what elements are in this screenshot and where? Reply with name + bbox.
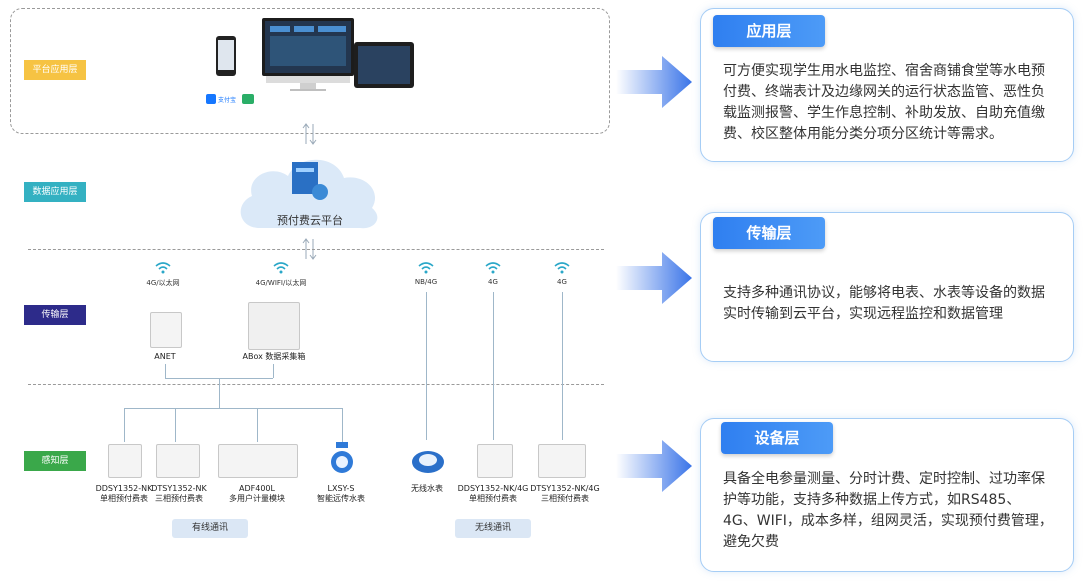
network-label-1: 4G/以太网	[146, 279, 180, 287]
connector-line	[257, 408, 258, 442]
device-label-2: DTSY1352-NK 三相预付费表	[151, 484, 207, 503]
tablet-icon	[354, 42, 414, 88]
abox-gateway-image	[248, 302, 300, 350]
layer-tag-data: 数据应用层	[24, 182, 86, 202]
arrow-right-icon	[616, 440, 692, 492]
alipay-icon: 支付宝	[206, 94, 236, 104]
anet-label: ANET	[154, 352, 176, 361]
connector-line	[562, 292, 563, 440]
meter-image-7	[538, 444, 586, 478]
platform-devices-illustration: 支付宝	[206, 18, 414, 104]
platform-layer-box	[10, 8, 610, 134]
arrow-right-icon	[616, 252, 692, 304]
device-label-1: DDSY1352-NK 单相预付费表	[95, 484, 153, 503]
network-label-2: 4G/WIFI/以太网	[255, 279, 307, 287]
network-label-4: 4G	[488, 278, 498, 286]
meter-image-3	[218, 444, 298, 478]
connector-line	[426, 292, 427, 440]
device-label-4: LXSY-S 智能远传水表	[317, 484, 365, 503]
cloud-label: 预付费云平台	[277, 214, 343, 227]
anet-gateway-image	[150, 312, 182, 348]
connector-line	[175, 408, 176, 442]
connector-line	[342, 408, 343, 442]
wifi-icon	[273, 262, 289, 274]
connector-line	[273, 364, 274, 378]
panel-text-transport: 支持多种通讯协议，能够将电表、水表等设备的数据实时传输到云平台，实现远程监控和数…	[723, 285, 1045, 322]
meter-image-2	[156, 444, 200, 478]
svg-text:支付宝: 支付宝	[218, 96, 236, 104]
wifi-icon	[554, 262, 570, 274]
meter-image-6	[477, 444, 513, 478]
connector-line	[493, 292, 494, 440]
wifi-icon	[485, 262, 501, 274]
panel-text-device: 具备全电参量测量、分时计费、定时控制、过功率保护等功能，支持多种数据上传方式，如…	[723, 471, 1053, 550]
connector-line	[124, 408, 342, 409]
divider-line-2	[28, 384, 604, 385]
connector-line	[124, 408, 125, 442]
meter-image-1	[108, 444, 142, 478]
layer-tag-platform: 平台应用层	[24, 60, 86, 80]
panel-device: 设备层 具备全电参量测量、分时计费、定时控制、过功率保护等功能，支持多种数据上传…	[700, 418, 1074, 572]
arrow-right-icon	[616, 56, 692, 108]
layer-tag-sensing: 感知层	[24, 451, 86, 471]
connector-line	[219, 378, 220, 408]
wifi-icon	[155, 262, 171, 274]
device-label-3: ADF400L 多用户计量模块	[229, 484, 285, 503]
monitor-icon	[262, 18, 354, 91]
connector-line	[165, 364, 166, 378]
wireless-comm-badge: 无线通讯	[455, 519, 531, 538]
wired-comm-badge: 有线通讯	[172, 519, 248, 538]
abox-label: ABox 数据采集箱	[242, 352, 306, 361]
wechat-icon	[242, 94, 254, 104]
device-label-5: 无线水表	[411, 484, 443, 493]
divider-line-1	[28, 249, 604, 250]
cloud-icon	[240, 159, 378, 229]
panel-text-application: 可方便实现学生用水电监控、宿舍商铺食堂等水电预付费、终端表计及边缘网关的运行状态…	[723, 63, 1045, 142]
device-label-6: DDSY1352-NK/4G 单相预付费表	[457, 484, 529, 503]
device-label-7: DTSY1352-NK/4G 三相预付费表	[530, 484, 600, 503]
wifi-icon	[418, 262, 434, 274]
panel-title-device: 设备层	[721, 422, 833, 454]
panel-application: 应用层 可方便实现学生用水电监控、宿舍商铺食堂等水电预付费、终端表计及边缘网关的…	[700, 8, 1074, 162]
phone-icon	[216, 36, 236, 76]
wireless-water-meter-icon	[412, 451, 444, 473]
panel-title-transport: 传输层	[713, 217, 825, 249]
network-label-3: NB/4G	[414, 278, 438, 286]
panel-title-application: 应用层	[713, 15, 825, 47]
panel-transport: 传输层 支持多种通讯协议，能够将电表、水表等设备的数据实时传输到云平台，实现远程…	[700, 212, 1074, 362]
layer-tag-transport: 传输层	[24, 305, 86, 325]
network-label-5: 4G	[557, 278, 567, 286]
water-meter-icon	[331, 442, 353, 473]
double-arrow-icon	[302, 123, 317, 145]
